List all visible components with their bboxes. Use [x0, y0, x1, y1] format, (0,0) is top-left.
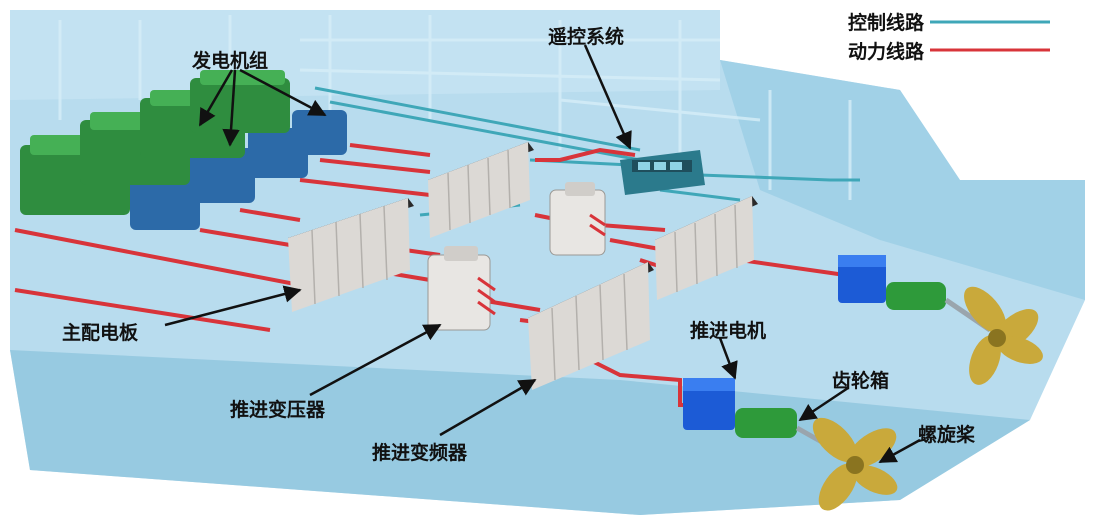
- propulsion-converter: [528, 262, 654, 390]
- transformer-upper: [549, 182, 606, 256]
- legend-control-label: 控制线路: [848, 12, 925, 34]
- main-switchboard: [288, 198, 414, 312]
- switchboard-upper: [428, 142, 534, 238]
- gearbox-upper: [886, 282, 946, 310]
- propeller-label: 螺旋桨: [918, 424, 976, 446]
- propeller-lower: [812, 417, 898, 511]
- power-lines: [14, 143, 846, 407]
- propulsion-converter-label: 推进变频器: [372, 442, 468, 464]
- annotation-arrows: [164, 44, 921, 464]
- gearbox-label: 齿轮箱: [832, 370, 890, 392]
- legend-power-label: 动力线路: [848, 41, 925, 63]
- propulsion-motor-label: 推进电机: [690, 320, 767, 342]
- converter-upper: [655, 196, 758, 300]
- remote-control-console: [620, 150, 705, 195]
- gearbox-lower: [735, 408, 797, 438]
- propulsion-transformer-label: 推进变压器: [230, 399, 326, 421]
- propulsion-motor-lower: [683, 378, 735, 430]
- generator-sets-label: 发电机组: [192, 50, 269, 72]
- propulsion-transformer: [427, 246, 496, 331]
- main-switchboard-label: 主配电板: [62, 322, 139, 344]
- propeller-upper: [964, 286, 1043, 385]
- propulsion-motor-upper: [838, 255, 886, 303]
- remote-control-label: 遥控系统: [548, 26, 625, 48]
